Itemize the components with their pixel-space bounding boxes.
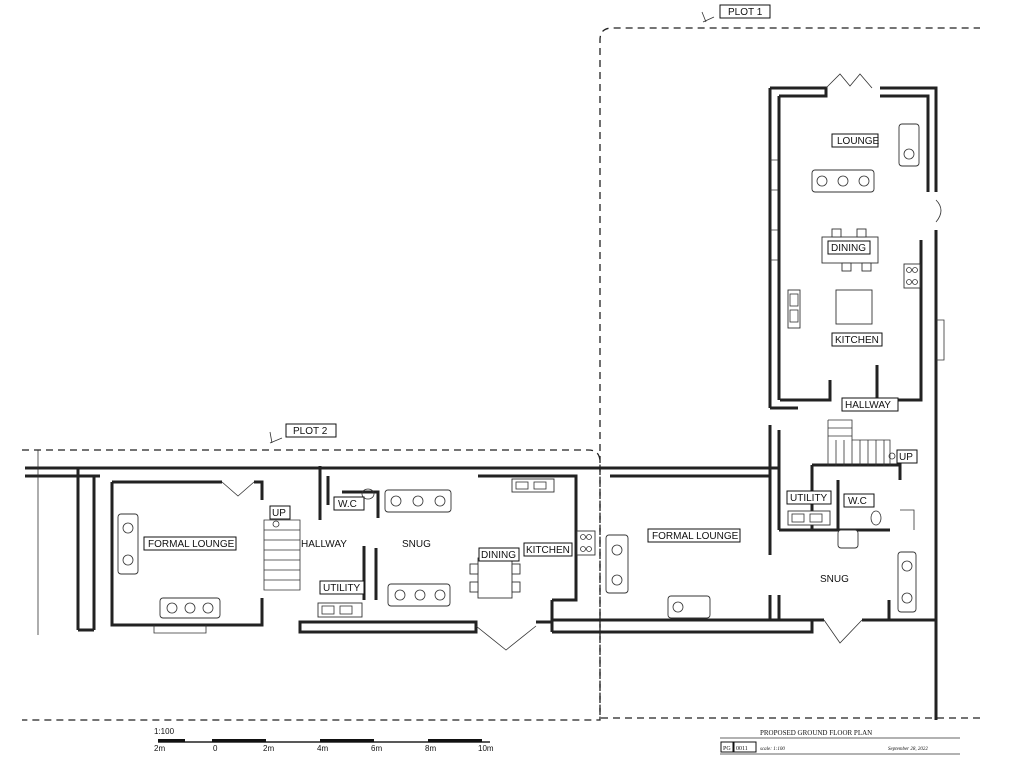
svg-text:FORMAL LOUNGE: FORMAL LOUNGE: [652, 531, 739, 542]
drawing-date: September 28, 2022: [888, 747, 928, 752]
label-p2-utility: UTILITY: [319, 580, 365, 595]
label-p1-lounge: LOUNGE: [831, 133, 880, 148]
label-p1-snug: SNUG: [820, 574, 849, 585]
label-p1-hallway: HALLWAY: [841, 397, 899, 412]
svg-text:PLOT 1: PLOT 1: [728, 7, 763, 18]
plot1-rear-wing-walls: [768, 73, 945, 720]
svg-text:1:100: 1:100: [154, 727, 175, 736]
label-p1-up: UP: [896, 449, 918, 464]
plot2-utility-sink: [317, 602, 363, 618]
svg-text:KITCHEN: KITCHEN: [835, 335, 879, 346]
svg-text:UTILITY: UTILITY: [790, 493, 828, 504]
scale-tick-label: 10m: [478, 744, 494, 753]
plot1-kitchen-sink: [787, 289, 801, 329]
plot1-kitchen-hob: [903, 263, 921, 289]
label-p1-kitchen: KITCHEN: [831, 332, 883, 347]
svg-text:W.C: W.C: [848, 496, 867, 507]
scale-tick-label: 6m: [371, 744, 382, 753]
plot1-snug-armchair: [837, 529, 859, 549]
svg-text:DINING: DINING: [831, 243, 866, 254]
plot1-formal-lounge-sofas: [605, 534, 711, 619]
svg-text:KITCHEN: KITCHEN: [526, 545, 570, 556]
scale-tick-label: 0: [213, 744, 218, 753]
plot2-formal-lounge-sofas: [117, 513, 221, 619]
svg-text:UTILITY: UTILITY: [323, 583, 361, 594]
plot2-kitchen-hob: [576, 530, 596, 556]
plot1-wc-toilet: [870, 510, 882, 526]
label-p1-utility: UTILITY: [786, 490, 832, 505]
svg-text:LOUNGE: LOUNGE: [837, 136, 880, 147]
drawing-scale: scale: 1:100: [760, 747, 785, 752]
plot2-staircase: [263, 519, 301, 591]
svg-text:HALLWAY: HALLWAY: [845, 400, 891, 411]
svg-text:DINING: DINING: [481, 550, 516, 561]
svg-text:PLOT 2: PLOT 2: [293, 426, 328, 437]
plot1-snug-sofa: [897, 551, 917, 613]
plot1-staircase: [827, 419, 896, 466]
label-p1-formal-lounge: FORMAL LOUNGE: [647, 528, 741, 543]
svg-text:W.C: W.C: [338, 499, 357, 510]
label-p2-hallway: HALLWAY: [301, 539, 347, 550]
plot2-dining-table: [469, 557, 521, 599]
plot1-lounge-armchair: [898, 123, 920, 167]
plot1-front-walls: [768, 425, 936, 644]
main-front-wall: [25, 450, 814, 635]
scale-tick-label: 8m: [425, 744, 436, 753]
label-p2-kitchen: KITCHEN: [523, 542, 573, 557]
plot2-snug-sofas: [384, 489, 452, 607]
title-block: PROPOSED GROUND FLOOR PLAN PG 0011 scale…: [720, 729, 960, 755]
plot2-kitchen-sink: [511, 478, 555, 493]
drawing-code-a: PG: [723, 746, 731, 752]
scale-tick-label: 2m: [154, 744, 165, 753]
plot1-utility-sink: [787, 510, 831, 526]
plot1-tag: PLOT 1: [701, 4, 771, 23]
plot2-walls: [76, 466, 578, 651]
drawing-code-b: 0011: [736, 746, 748, 752]
plot2-boundary: [22, 449, 601, 721]
plot1-boundary: [599, 27, 980, 719]
label-p2-up: UP: [269, 505, 291, 520]
scale-tick-label: 4m: [317, 744, 328, 753]
scale-tick-label: 2m: [263, 744, 274, 753]
label-p2-snug: SNUG: [402, 539, 431, 550]
plot2-tag: PLOT 2: [269, 423, 337, 444]
plot1-kitchen-island: [835, 289, 873, 325]
label-p2-formal-lounge: FORMAL LOUNGE: [143, 536, 237, 551]
drawing-title: PROPOSED GROUND FLOOR PLAN: [760, 729, 872, 737]
plot1-lounge-sofa: [811, 169, 875, 193]
label-p2-dining: DINING: [478, 547, 520, 562]
label-p2-wc: W.C: [333, 496, 365, 511]
scale-bar: 1:100 2m 0 2m 4m 6m 8m 10m: [154, 727, 494, 753]
label-p1-wc: W.C: [843, 493, 875, 508]
svg-text:FORMAL LOUNGE: FORMAL LOUNGE: [148, 539, 235, 550]
label-p1-dining: DINING: [827, 240, 871, 255]
svg-text:UP: UP: [899, 452, 913, 463]
plot2-wc-toilet: [361, 488, 375, 500]
svg-text:UP: UP: [272, 508, 286, 519]
